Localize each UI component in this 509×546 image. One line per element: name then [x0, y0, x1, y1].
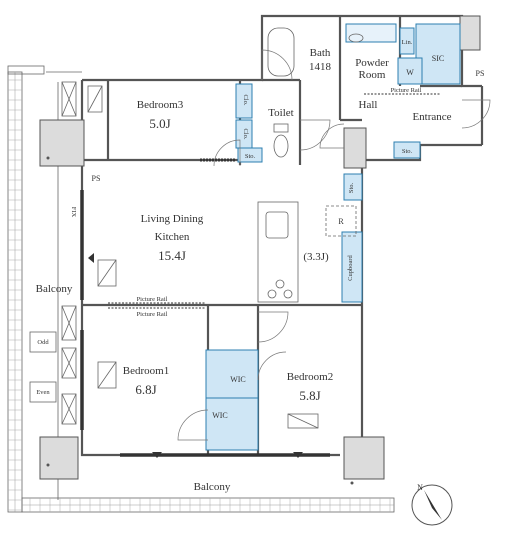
railing-posts	[8, 79, 391, 512]
sic-label: SIC	[432, 54, 444, 63]
linen-storage	[399, 27, 415, 55]
kitchen-counter	[257, 201, 299, 303]
living-name-line1: Living Dining	[141, 213, 204, 225]
toilet-fixture	[273, 123, 289, 158]
closet-1	[235, 83, 253, 119]
balcony-south-name: Balcony	[194, 481, 231, 493]
kitchen-area-size: (3.3J)	[303, 251, 329, 263]
sic-storage	[415, 23, 461, 85]
picture-rail-bedroom1-label: Picture Rail	[137, 311, 168, 318]
balcony-railing-south	[21, 497, 395, 513]
washer-label: W	[406, 68, 414, 77]
ps-right-label: PS	[476, 69, 485, 78]
sink	[348, 33, 364, 43]
column	[459, 15, 481, 51]
bathtub	[267, 27, 295, 77]
wic-1-label: WIC	[230, 375, 246, 384]
bedroom2-size: 5.8J	[299, 388, 320, 403]
bedroom1-name: Bedroom1	[123, 365, 169, 377]
living-size: 15.4J	[158, 248, 186, 263]
bedroom3-name: Bedroom3	[137, 99, 184, 111]
toilet-sto-label: Sto.	[245, 153, 256, 160]
bedroom1-size: 6.8J	[135, 382, 156, 397]
wic-2-label: WIC	[212, 411, 228, 420]
bedroom3-size: 5.0J	[149, 116, 170, 131]
toilet-name: Toilet	[268, 107, 294, 119]
north-arrow: N	[411, 483, 453, 526]
kitchen-storage	[343, 173, 363, 201]
bath-name: Bath	[310, 47, 331, 59]
windows	[80, 158, 330, 458]
fix-label: FIX	[70, 207, 77, 218]
linen-label: Lin.	[402, 39, 413, 46]
bath-size: 1418	[309, 61, 332, 73]
ac-symbols	[87, 85, 319, 429]
ps-left-label: PS	[92, 174, 101, 183]
powder-shelf	[345, 23, 397, 43]
refrigerator-space	[325, 205, 357, 237]
washer-area	[397, 57, 423, 85]
balcony-railing-west	[7, 65, 45, 513]
refrigerator-label: R	[338, 217, 344, 226]
entrance-name: Entrance	[412, 111, 451, 123]
wic-2-storage	[205, 397, 259, 451]
ac-units	[61, 81, 77, 425]
entrance-sto-label: Sto.	[402, 148, 413, 155]
bedroom2-name: Bedroom2	[287, 371, 333, 383]
odd-label: Odd	[37, 339, 49, 346]
wic-1-storage	[205, 349, 259, 401]
drain-dot	[46, 463, 50, 467]
living-name-line2: Kitchen	[155, 231, 190, 243]
even-label: Even	[36, 389, 50, 396]
cupboard	[341, 231, 363, 303]
column	[39, 119, 85, 167]
drain-dot	[350, 481, 354, 485]
closet-2-label: Clo.	[242, 128, 249, 139]
drain-dot	[46, 156, 50, 160]
odd-box	[29, 331, 57, 353]
entrance-storage	[393, 141, 421, 159]
kitchen-sto-label: Sto.	[348, 182, 355, 193]
column	[343, 127, 367, 169]
north-label: N	[417, 483, 423, 492]
powder-name-line1: Powder	[355, 57, 389, 69]
column	[39, 436, 79, 480]
even-box	[29, 381, 57, 403]
closet-1-label: Clo.	[242, 94, 249, 105]
hall-name: Hall	[359, 99, 378, 111]
picture-rail-hall-label: Picture Rail	[391, 87, 422, 94]
picture-rail-living-label: Picture Rail	[137, 296, 168, 303]
powder-name-line2: Room	[359, 69, 386, 81]
door-swings	[177, 49, 491, 441]
toilet-storage	[237, 147, 263, 163]
column	[343, 436, 385, 480]
balcony-west-name: Balcony	[36, 283, 73, 295]
cupboard-label: Cupboard	[347, 254, 354, 280]
